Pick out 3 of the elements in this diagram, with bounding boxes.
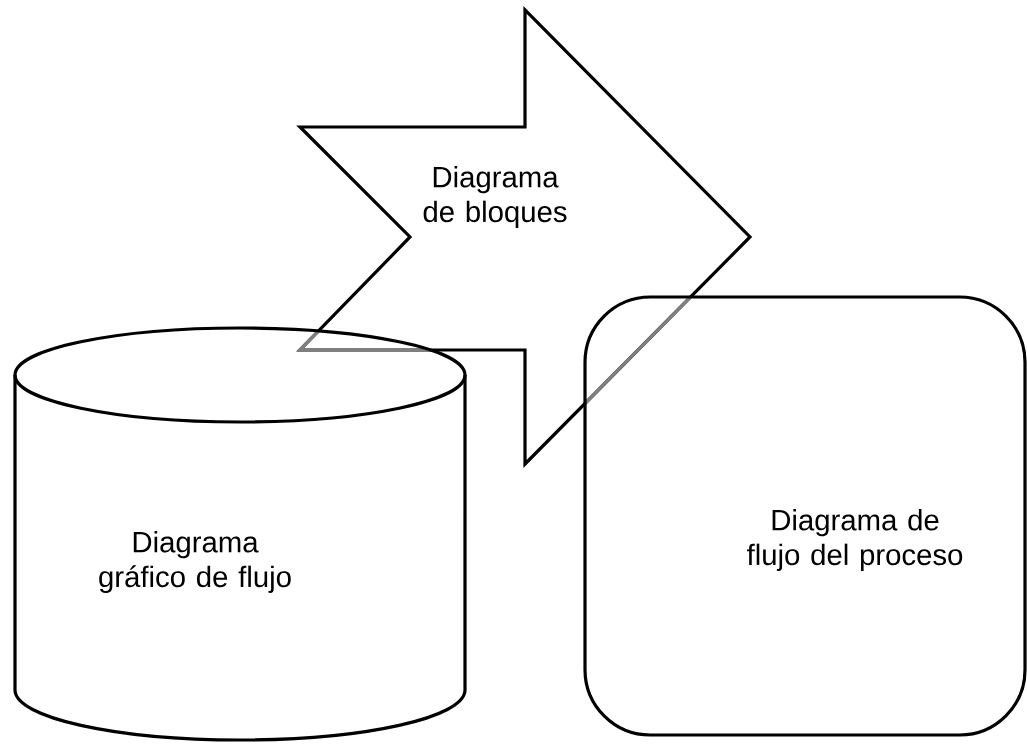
rounded-box: Diagrama de flujo del proceso	[583, 295, 1027, 737]
node-label: Diagrama gráfico de flujo	[99, 530, 291, 593]
cylinder: Diagrama gráfico de flujo	[13, 326, 467, 742]
